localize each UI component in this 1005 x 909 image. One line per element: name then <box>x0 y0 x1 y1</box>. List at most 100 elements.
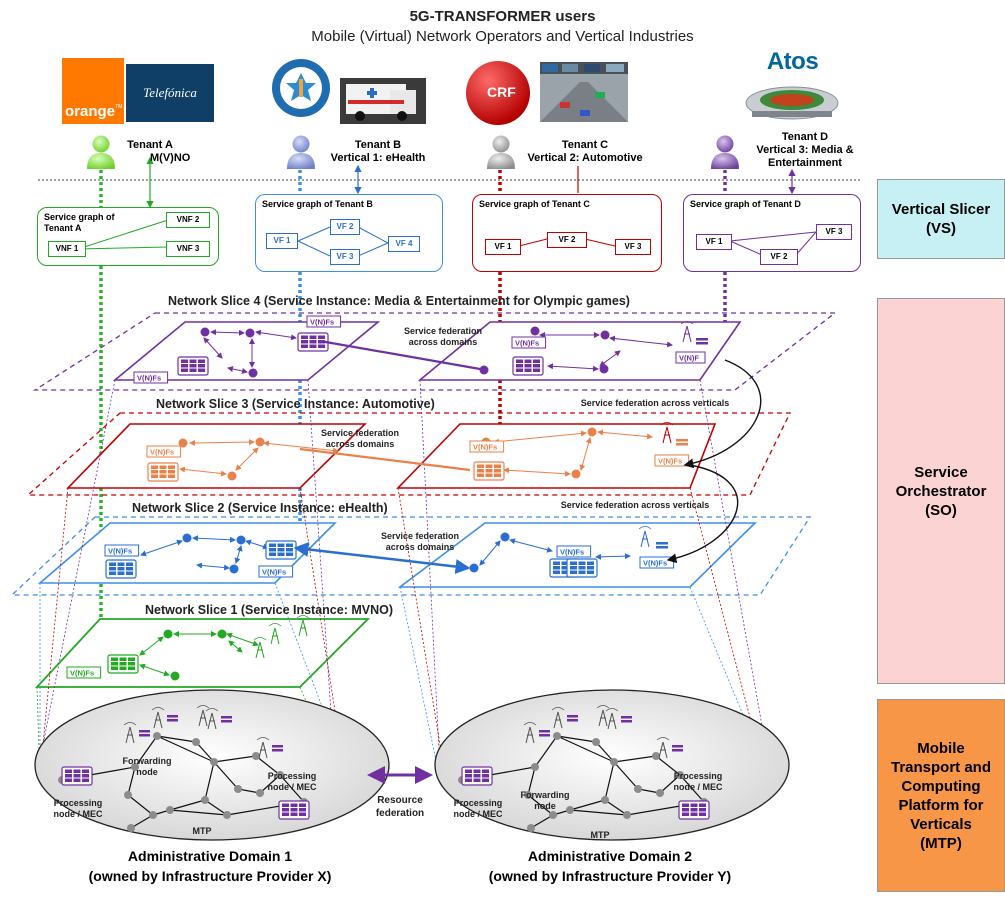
s2-federation-link <box>293 541 471 575</box>
mtp-d2-node <box>652 752 660 760</box>
s2-vnf-cell <box>561 566 569 570</box>
mtp-d2-processing-cell <box>482 774 489 778</box>
s4-vnf-cell <box>318 335 325 339</box>
mtp-d1-processing-cell <box>299 808 306 812</box>
s4-link <box>599 350 621 367</box>
slice-3-title: Network Slice 3 (Service Instance: Autom… <box>156 397 435 411</box>
mtp-d1-link <box>127 766 136 796</box>
sg-a-title-2: Tenant A <box>44 223 82 233</box>
s2-node <box>236 535 246 545</box>
automotive-image <box>540 62 628 122</box>
crf-logo-text: CRF <box>487 84 516 100</box>
slice-3 <box>26 412 792 496</box>
crf-logo: CRF <box>465 60 531 126</box>
s2-node <box>469 563 479 573</box>
mtp-d1-link <box>156 735 197 743</box>
s4-vnf-cell <box>198 359 205 363</box>
s2-vnf-cell <box>553 570 560 574</box>
fed-s3-l2: across domains <box>325 439 395 449</box>
mtp-d2-bar <box>539 730 550 733</box>
mtp-d1-tower-wave <box>123 722 137 726</box>
mtp-d1-bar <box>139 734 150 737</box>
proc-1-l1: Processing <box>53 798 103 808</box>
s2-vnf-bar <box>656 542 668 545</box>
s3-node <box>571 469 581 479</box>
s4-vnf-cell <box>189 368 197 372</box>
s4-vnf-cell <box>181 359 188 363</box>
mtp-d2-bar <box>539 734 550 737</box>
s3-node <box>587 427 597 437</box>
mtp-d1-processing-cell <box>73 774 81 778</box>
s4-vnfs-label-2-box <box>306 315 342 328</box>
s4-vnf-bar <box>696 338 708 341</box>
mtp-d1-processing-cell <box>290 808 298 812</box>
mtp-d1-bar <box>139 730 150 733</box>
s2-vnf-cell <box>269 552 276 556</box>
mtp-d1-processing-cell <box>82 778 89 782</box>
mtp-d1-tower-wave <box>151 707 165 711</box>
s2-vnfs-label-3: V(N)Fs <box>560 548 584 557</box>
s1-vnf-cell <box>119 657 127 661</box>
atos-logo: Atos <box>745 48 840 75</box>
s4-vnf-cell <box>301 335 308 339</box>
mtp-d2-processing-cell <box>465 778 472 782</box>
mtp-d1-link <box>213 755 257 763</box>
s3-vnf-bar <box>676 443 688 446</box>
s1-node <box>163 629 173 639</box>
s2-link <box>479 540 501 566</box>
s2-vnfs-label-4: V(N)Fs <box>643 559 667 568</box>
s3-node <box>255 437 265 447</box>
s3-vnf-cell <box>485 469 493 473</box>
vf-3-node-c: VF 3 <box>615 239 651 255</box>
federation-curve-2 <box>666 464 739 564</box>
service-graph-tenant-c: Service graph of Tenant C VF 1 VF 2 VF 3 <box>472 194 662 272</box>
sg-b-edges <box>297 226 389 257</box>
s2-vnf-cell <box>269 548 276 552</box>
sg-a-title-1: Service graph of <box>44 212 115 222</box>
mtp-d1-node <box>256 789 264 797</box>
slice-2-plane <box>10 516 812 596</box>
s4-vnfs-label-2: V(N)Fs <box>310 318 334 327</box>
mtp-d1-node <box>252 752 260 760</box>
mtp-d1-node <box>149 811 157 819</box>
mtp-d1-node <box>166 806 174 814</box>
mtp-d1-bar <box>272 745 283 748</box>
mtp-d1-tower-wave <box>256 737 270 741</box>
s2-vnf-cell <box>286 552 293 556</box>
mtp-d1-processing-cell <box>299 812 306 816</box>
mtp-d1-processing-cell <box>282 812 289 816</box>
s2-vnf-cell <box>109 571 116 575</box>
s2-node <box>229 564 239 574</box>
s2-vnf-cell <box>587 561 594 565</box>
s4-vnfs-label-3-box <box>511 336 547 349</box>
service-graph-c-title: Service graph of Tenant C <box>479 199 590 209</box>
s3-vnf-cell <box>485 464 493 468</box>
s1-vnf-cell <box>111 662 118 666</box>
mtp-d2-node <box>524 791 532 799</box>
s3-vnfs-label-1: V(N)Fs <box>150 448 174 457</box>
vf-2-node-c: VF 2 <box>547 232 587 248</box>
samur-logo <box>270 55 332 125</box>
res-l1: Resource <box>377 795 423 806</box>
s3-vnf-cell <box>485 473 493 477</box>
s2-vnf-cell <box>570 570 577 574</box>
s1-vnfs-label: V(N)Fs <box>70 669 94 678</box>
s2-link <box>234 545 243 564</box>
vnf-2-node: VNF 2 <box>166 212 210 228</box>
vf-3-node: VF 3 <box>330 249 360 265</box>
s3-link <box>235 447 259 471</box>
ambulance-icon <box>346 84 416 121</box>
telefonica-logo-text: Telefónica <box>143 85 197 100</box>
mtp-d2-bar <box>567 719 578 722</box>
mtp-d2-processing-cell <box>682 808 689 812</box>
res-l2: federation <box>375 808 425 819</box>
mtp-d1-processing-cell <box>299 803 306 807</box>
s3-link <box>579 437 592 471</box>
s3-vnfs-label-3: V(N)Fs <box>658 457 682 466</box>
mtp-d2-link <box>569 799 606 811</box>
fwd-1-l2: node <box>136 767 158 777</box>
